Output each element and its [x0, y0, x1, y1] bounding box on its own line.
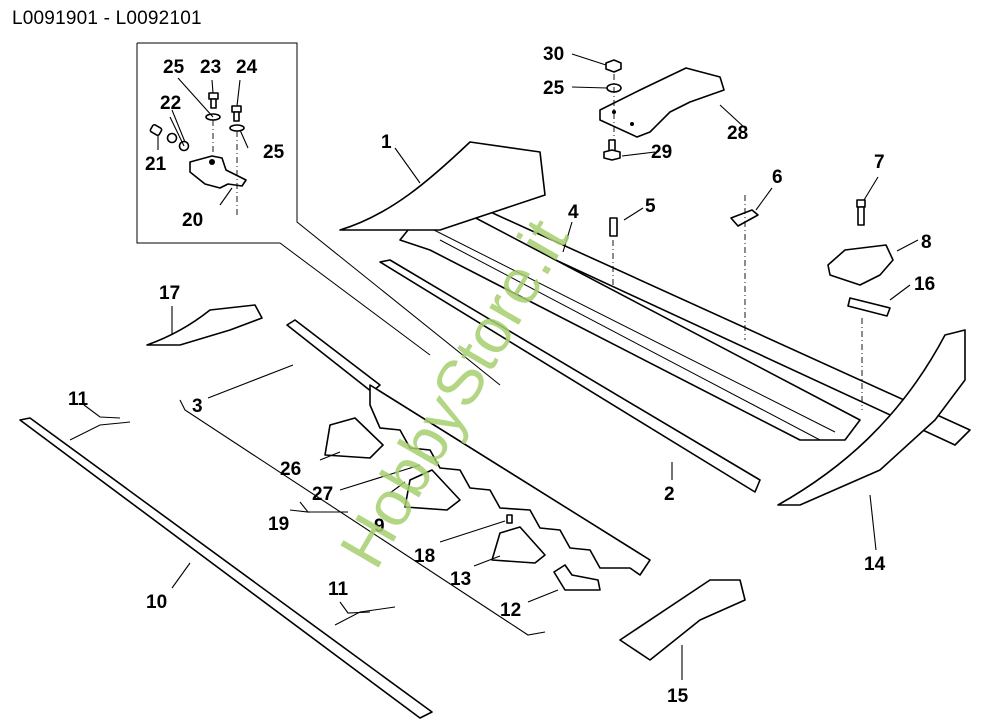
- part-18-rivet[interactable]: [506, 514, 513, 524]
- callout-1: 1: [381, 132, 392, 153]
- part-9-knife-section[interactable]: [404, 469, 461, 511]
- part-25-washer[interactable]: [229, 124, 245, 132]
- callout-4: 4: [568, 202, 579, 223]
- part-3-knife-back[interactable]: [286, 319, 381, 393]
- part-7-bolt[interactable]: [856, 199, 866, 226]
- callout-28: 28: [727, 123, 748, 144]
- callout-20: 20: [182, 210, 203, 231]
- part-29-bolt[interactable]: [603, 139, 621, 161]
- part-13-knife-section[interactable]: [491, 526, 546, 564]
- callout-13: 13: [450, 569, 471, 590]
- part-11-spring[interactable]: [69, 421, 131, 441]
- part-19-sickle-assembly[interactable]: [369, 384, 651, 576]
- callout-14: 14: [864, 554, 886, 575]
- callout-25a: 25: [163, 57, 185, 78]
- part-16-plate[interactable]: [847, 297, 891, 317]
- part-24-bolt[interactable]: [231, 105, 242, 122]
- part-23-bolt[interactable]: [208, 92, 219, 109]
- part-2-wear-strip[interactable]: [379, 259, 761, 493]
- part-22-bushing[interactable]: [166, 132, 178, 144]
- callout-10: 10: [146, 592, 167, 613]
- part-14-right-divider-shoe[interactable]: [777, 329, 966, 506]
- part-8-knife-holder[interactable]: [827, 244, 894, 286]
- callout-17: 17: [159, 283, 180, 304]
- callout-11b: 11: [328, 579, 349, 600]
- callout-23: 23: [200, 57, 221, 78]
- callout-25c: 25: [543, 78, 565, 99]
- part-26-knife-section[interactable]: [324, 417, 384, 459]
- callout-24: 24: [236, 57, 258, 78]
- part-10-bar[interactable]: [19, 417, 433, 719]
- callout-16: 16: [914, 274, 935, 295]
- part-28-plate[interactable]: [599, 67, 725, 138]
- callout-7: 7: [874, 152, 885, 173]
- callout-26: 26: [280, 459, 301, 480]
- callout-6: 6: [772, 167, 783, 188]
- assembly-axis: [212, 120, 238, 218]
- diagram-title: L0091901 - L0092101: [12, 8, 202, 29]
- callout-8: 8: [921, 232, 932, 253]
- finger-guards-row: [399, 214, 861, 441]
- callout-18: 18: [414, 546, 435, 567]
- callout-5: 5: [645, 196, 656, 217]
- callout-3: 3: [192, 396, 203, 417]
- part-1-divider-shoe[interactable]: [339, 141, 546, 231]
- part-11-spring[interactable]: [334, 606, 396, 626]
- callout-25b: 25: [263, 142, 285, 163]
- callout-12: 12: [500, 600, 521, 621]
- part-21-sleeve[interactable]: [149, 123, 163, 137]
- part-15-double-guard[interactable]: [619, 579, 746, 661]
- callout-15: 15: [667, 686, 689, 707]
- callout-22: 22: [160, 93, 181, 114]
- callout-30: 30: [543, 44, 564, 65]
- part-30-nut[interactable]: [605, 59, 622, 73]
- callout-9: 9: [374, 516, 385, 537]
- part-12-clip[interactable]: [553, 564, 601, 591]
- callout-11a: 11: [68, 389, 89, 410]
- part-5-bolt[interactable]: [609, 217, 618, 237]
- part-20-bracket[interactable]: [189, 155, 247, 189]
- callout-21: 21: [145, 154, 167, 175]
- leader-lines: [83, 53, 919, 680]
- callout-27: 27: [312, 484, 333, 505]
- part-17-knife-section[interactable]: [146, 304, 263, 346]
- callout-19: 19: [268, 514, 289, 535]
- part-6-clip[interactable]: [730, 209, 759, 227]
- detail-inset-frame: [136, 42, 501, 386]
- callout-2: 2: [664, 484, 675, 505]
- callout-29: 29: [651, 142, 672, 163]
